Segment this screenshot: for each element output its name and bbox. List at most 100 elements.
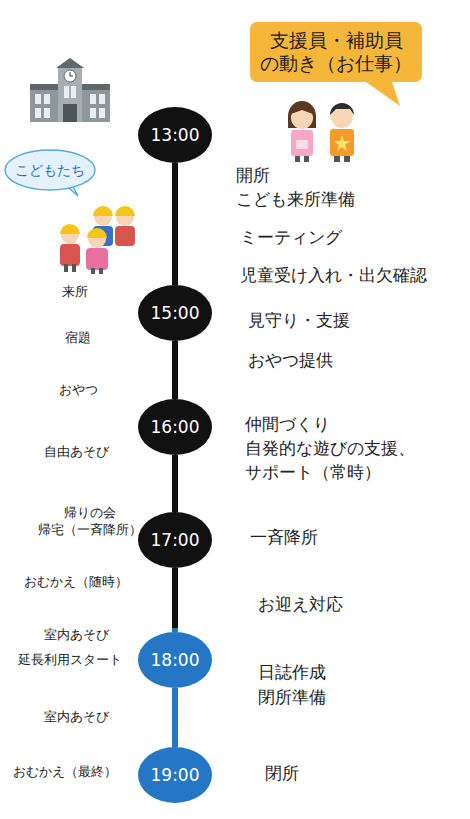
- timeline-line: [172, 341, 178, 399]
- timeline-line: [172, 163, 178, 285]
- window: [71, 86, 76, 98]
- clock-hand: [70, 76, 73, 77]
- child-hat: [87, 228, 107, 238]
- timeline-line: [172, 568, 178, 632]
- child-leg: [72, 264, 76, 272]
- staff-task: 閉所: [265, 763, 299, 783]
- bangs: [291, 103, 313, 114]
- speech-bubble: 支援員・補助員 の動き（お仕事）: [250, 22, 422, 110]
- school-door: [63, 104, 77, 122]
- bubble-shape: [250, 22, 422, 106]
- timeline-line: [172, 688, 178, 747]
- window: [99, 108, 105, 118]
- hair: [288, 101, 316, 128]
- circle-shape: [138, 107, 212, 163]
- staff-illustration: [288, 101, 354, 162]
- staff-task: 見守り・支援: [248, 310, 350, 330]
- school-clock: [64, 70, 76, 82]
- window: [35, 108, 41, 118]
- staff-task: ミーティング: [240, 227, 342, 247]
- child-leg: [64, 264, 68, 272]
- bubble-text: 支援員・補助員 の動き（お仕事）: [250, 22, 422, 82]
- staff-task: おやつ提供: [248, 350, 333, 370]
- leg: [295, 156, 300, 162]
- staff-task: 仲間づくり: [245, 414, 330, 434]
- time-circle: 13:00: [138, 107, 212, 163]
- time-circle: 18:00: [138, 632, 212, 688]
- school-illustration: [30, 58, 110, 122]
- apron: [291, 130, 313, 156]
- circle-shape: [138, 285, 212, 341]
- staff-task: お迎え対応: [258, 594, 343, 614]
- window: [99, 94, 105, 104]
- time-label: 18:00: [138, 632, 212, 688]
- child-activity: 自由あそび: [44, 444, 109, 460]
- apron: [330, 129, 354, 156]
- staff-man: [330, 103, 354, 162]
- child-activity: 室内あそび: [44, 627, 109, 643]
- child-activity: 室内あそび: [44, 709, 109, 725]
- circle-shape: [138, 512, 212, 568]
- school-tower-roof: [56, 58, 84, 68]
- staff-task: 開所: [236, 165, 270, 185]
- bubble-text: こどもたち: [4, 148, 96, 192]
- staff-task: 児童受け入れ・出欠確認: [240, 265, 427, 285]
- window: [44, 94, 50, 104]
- staff-task: 閉所準備: [258, 687, 326, 707]
- school-tower: [58, 66, 82, 122]
- circle-shape: [138, 632, 212, 688]
- circle-shape: [138, 747, 212, 803]
- time-circle: 16:00: [138, 399, 212, 455]
- school-windows: [35, 86, 105, 122]
- backpack: [60, 244, 80, 266]
- child-leg: [91, 268, 95, 274]
- child-activity: 来所: [62, 284, 88, 300]
- staff-task: 一斉降所: [250, 527, 318, 547]
- child-leg: [99, 268, 103, 274]
- child-activity: 帰りの会: [64, 505, 116, 521]
- child-hat: [115, 206, 135, 216]
- time-circle: 15:00: [138, 285, 212, 341]
- timeline-line: [172, 455, 178, 512]
- child-figure: [115, 206, 135, 246]
- window: [90, 94, 96, 104]
- child-activity: 延長利用スタート: [18, 652, 122, 668]
- staff-task: サポート（常時）: [245, 462, 381, 482]
- window: [90, 108, 96, 118]
- leg: [344, 156, 350, 162]
- child-hat: [60, 224, 80, 234]
- staff-woman: [288, 101, 316, 162]
- child-figure: [86, 228, 108, 274]
- time-label: 13:00: [138, 107, 212, 163]
- time-label: 16:00: [138, 399, 212, 455]
- backpack: [115, 226, 135, 246]
- child-figure: [60, 224, 80, 272]
- time-circle: 19:00: [138, 747, 212, 803]
- clock-hand: [70, 72, 71, 76]
- child-activity: おむかえ（随時）: [24, 574, 128, 590]
- staff-task: こども来所準備: [236, 189, 355, 209]
- time-label: 19:00: [138, 747, 212, 803]
- child-activity: おやつ: [59, 382, 98, 398]
- child-activity: 宿題: [65, 330, 91, 346]
- circle-shape: [138, 399, 212, 455]
- window: [44, 108, 50, 118]
- child-activity: おむかえ（最終）: [13, 764, 117, 780]
- time-circle: 17:00: [138, 512, 212, 568]
- backpack: [86, 248, 108, 270]
- child-hat: [93, 206, 113, 216]
- apron-pocket: [296, 140, 308, 149]
- staff-task: 自発的な遊びの支援、: [245, 438, 415, 458]
- leg: [304, 156, 309, 162]
- window: [35, 94, 41, 104]
- time-label: 15:00: [138, 285, 212, 341]
- time-label: 17:00: [138, 512, 212, 568]
- children-illustration: [60, 206, 135, 274]
- leg: [334, 156, 340, 162]
- apron-star: [334, 135, 350, 151]
- window: [64, 86, 69, 98]
- child-activity: 帰宅（一斉降所）: [38, 522, 142, 538]
